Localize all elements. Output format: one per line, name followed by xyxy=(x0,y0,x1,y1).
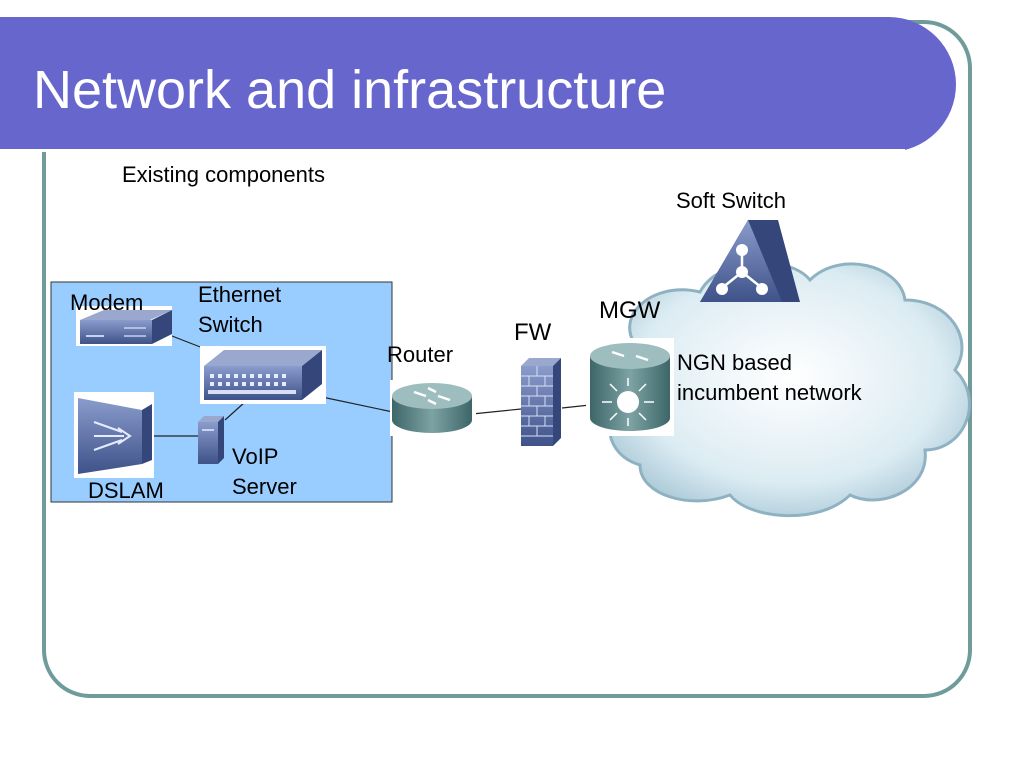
ethernet-switch-label: Ethernet Switch xyxy=(198,282,282,337)
soft-switch-label: Soft Switch xyxy=(676,188,787,213)
router-icon xyxy=(390,380,476,436)
title-bar: Network and infrastructure xyxy=(0,17,956,152)
modem-icon xyxy=(76,306,172,346)
mgw-label: MGW xyxy=(599,297,661,324)
firewall-label: FW xyxy=(514,319,552,346)
title-underline xyxy=(0,149,905,152)
voip-server-label: VoIP Server xyxy=(232,444,297,499)
firewall-icon xyxy=(521,358,561,446)
dslam-label: DSLAM xyxy=(88,478,164,503)
existing-components-label: Existing components xyxy=(122,162,325,187)
ngn-network-label: NGN based incumbent network xyxy=(677,350,862,405)
soft-switch-icon xyxy=(700,220,800,302)
slide-title: Network and infrastructure xyxy=(33,60,667,120)
ethernet-switch-icon xyxy=(200,346,326,404)
server-icon xyxy=(198,416,224,464)
modem-label: Modem xyxy=(70,290,144,315)
media-gateway-icon xyxy=(586,338,674,436)
router-label: Router xyxy=(387,342,454,367)
dslam-icon xyxy=(74,392,154,478)
